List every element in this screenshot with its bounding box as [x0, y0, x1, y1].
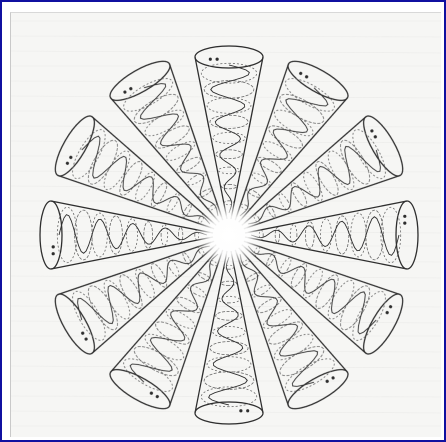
- cone-ring: [256, 155, 283, 176]
- cone-ring: [281, 72, 339, 117]
- cone-ring: [181, 252, 192, 267]
- cone-ring: [275, 227, 279, 242]
- texture-line: [11, 366, 441, 368]
- cone-ring: [119, 72, 177, 117]
- cone-ring: [116, 159, 147, 199]
- rim-dot: [216, 58, 219, 61]
- rim-dot: [373, 135, 377, 139]
- cone: [195, 46, 263, 219]
- cone-mouth: [195, 402, 263, 424]
- cone-ring: [221, 184, 236, 188]
- texture-line: [11, 36, 441, 37]
- texture-line: [11, 321, 441, 323]
- rim-dot: [81, 331, 85, 335]
- cone-mouth: [357, 111, 410, 181]
- cone-helix: [209, 257, 248, 405]
- rim-dot: [123, 90, 127, 94]
- rim-dot: [370, 129, 374, 133]
- cone-helix: [211, 65, 250, 213]
- cone-ring: [219, 167, 240, 174]
- cone-ring: [175, 295, 202, 316]
- cone-ring: [164, 306, 198, 332]
- rim-dot: [155, 394, 159, 398]
- cone-ring: [132, 267, 158, 301]
- cone-ring: [281, 353, 339, 398]
- rim-dot: [84, 337, 88, 341]
- cone-mouth: [105, 54, 175, 107]
- cone-ring: [271, 105, 317, 140]
- cone-ring: [75, 210, 93, 260]
- cone-ring: [178, 227, 182, 242]
- cone-ring: [290, 225, 297, 246]
- cone-ring: [165, 192, 181, 213]
- texture-line: [11, 186, 441, 188]
- rim-dot: [149, 391, 153, 395]
- rim-dot: [209, 58, 212, 61]
- cone-ring: [149, 181, 170, 208]
- cone-ring: [366, 210, 384, 260]
- rim-dot: [239, 409, 242, 412]
- cone-ring: [204, 81, 254, 99]
- rim-dot: [403, 215, 406, 218]
- rim-dot: [403, 222, 406, 225]
- cone-ring: [204, 372, 254, 390]
- rim-dot: [388, 305, 392, 309]
- cone-ring: [265, 203, 276, 218]
- cone-ring: [300, 170, 326, 204]
- texture-line: [11, 141, 441, 143]
- cone-mouth: [48, 289, 101, 359]
- cone-ring: [323, 277, 358, 323]
- cone-ring: [266, 122, 306, 153]
- texture-line: [11, 351, 441, 352]
- rim-dot: [385, 310, 389, 314]
- cone-ring: [261, 306, 295, 332]
- cone-ring: [221, 281, 236, 285]
- cone-ring: [347, 125, 392, 183]
- cone-ring: [251, 171, 272, 187]
- texture-line: [11, 411, 441, 413]
- rim-dot: [129, 87, 133, 91]
- cone-ring: [300, 267, 326, 301]
- texture-line: [11, 51, 441, 53]
- cone-ring: [197, 187, 212, 198]
- rim-dot: [65, 161, 69, 165]
- texture-line: [11, 396, 441, 397]
- cone-mouth: [396, 201, 418, 269]
- rim-dot: [246, 409, 249, 412]
- diagram-canvas: [10, 12, 441, 437]
- cone-mouth: [283, 363, 353, 416]
- cone-ring: [219, 296, 240, 303]
- center-glow: [195, 201, 263, 269]
- cone-ring: [153, 318, 193, 349]
- cone: [40, 201, 213, 269]
- rim-dot: [299, 71, 303, 75]
- cone: [245, 201, 418, 269]
- cone-helix: [59, 215, 207, 254]
- rim-dot: [331, 376, 335, 380]
- cone-ring: [66, 125, 111, 183]
- cone-ring: [277, 257, 293, 278]
- cone-ring: [119, 353, 177, 398]
- cone-ring: [289, 262, 310, 289]
- rim-dot: [325, 379, 329, 383]
- rim-dot: [304, 75, 308, 79]
- cone-ring: [161, 225, 168, 246]
- cone-ring: [141, 329, 187, 364]
- cone-mouth: [40, 201, 62, 269]
- radial-cones-diagram: [11, 13, 441, 437]
- rim-dot: [52, 245, 55, 248]
- texture-line: [11, 276, 441, 278]
- cone-helix: [251, 217, 399, 256]
- rim-dot: [52, 252, 55, 255]
- cone-mouth: [195, 46, 263, 68]
